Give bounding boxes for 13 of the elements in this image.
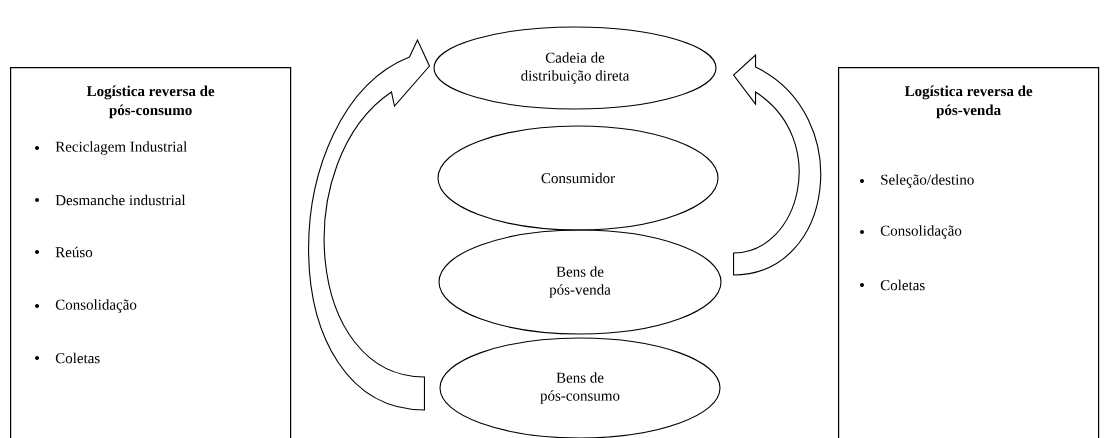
list-item: Reciclagem Industrial [55,141,187,155]
list-item: Consolidação [880,225,962,239]
list-item: Desmanche industrial [55,194,186,206]
list-item: Coletas [55,352,100,364]
list-item: Reúso [55,246,93,258]
ellipse-node: Consumidor [437,125,719,231]
list-item: Consolidação [55,299,137,313]
ellipse-node: Bens de pós-venda [438,229,722,335]
curved-block-arrow [308,39,430,411]
list-item: Coletas [880,279,925,291]
list-item: Seleção/destino [881,174,974,188]
ellipse-node: Cadeia de distribuição direta [433,26,717,110]
curved-block-arrow [733,54,821,276]
